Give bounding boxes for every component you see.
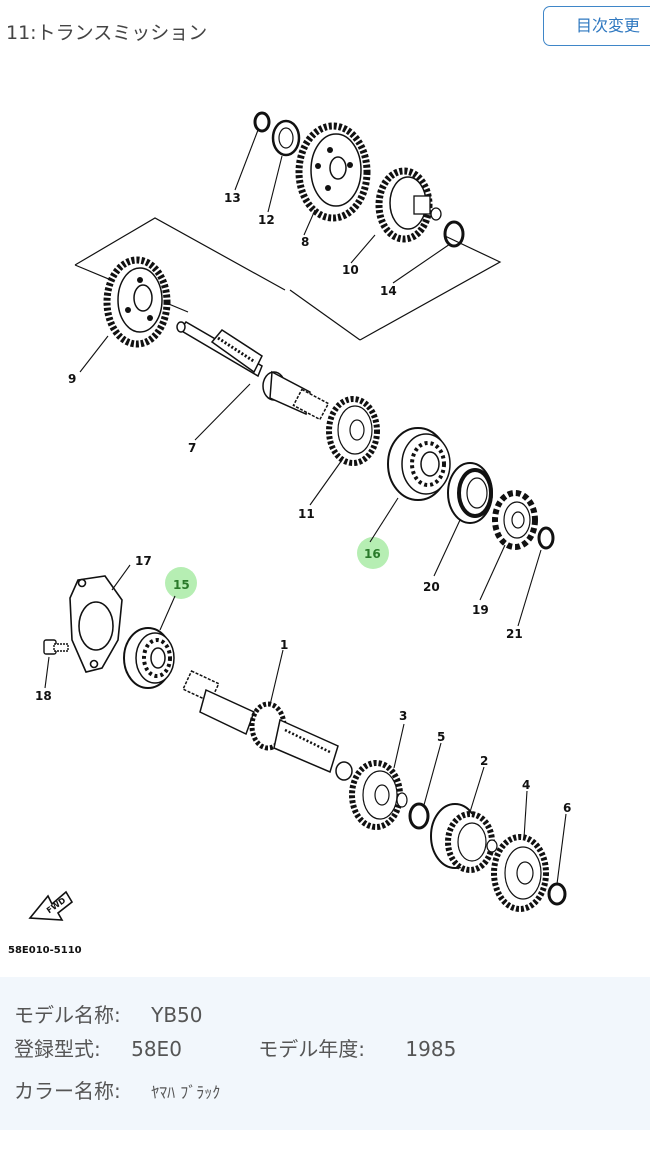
label-11[interactable]: 11 <box>298 507 315 521</box>
parts-diagram: 1 2 3 4 5 6 7 8 9 10 11 12 13 14 15 16 1… <box>0 60 650 970</box>
part-number-labels: 1 2 3 4 5 6 7 8 9 10 11 12 13 14 15 16 1… <box>35 191 571 815</box>
label-1[interactable]: 1 <box>280 638 288 652</box>
year-value: 1985 <box>405 1037 457 1061</box>
part-12-washer[interactable] <box>271 119 301 157</box>
part-11-gear[interactable] <box>326 396 380 466</box>
part-20-oil-seal[interactable] <box>447 462 493 524</box>
color-row: カラー名称: ﾔﾏﾊ ﾌﾞﾗｯｸ <box>14 1075 220 1104</box>
highlight-part-15[interactable] <box>165 567 197 599</box>
label-20[interactable]: 20 <box>423 580 440 594</box>
label-3[interactable]: 3 <box>399 709 407 723</box>
part-7-drive-axle[interactable] <box>176 321 330 421</box>
part-21-circlip[interactable] <box>537 526 555 550</box>
label-19[interactable]: 19 <box>472 603 489 617</box>
label-14[interactable]: 14 <box>380 284 397 298</box>
part-16-bearing[interactable] <box>387 427 451 501</box>
part-8-gear[interactable] <box>295 122 371 222</box>
leader-lines <box>44 129 567 885</box>
page-title: 11:トランスミッション <box>6 22 208 44</box>
part-13-circlip[interactable] <box>253 111 271 133</box>
label-13[interactable]: 13 <box>224 191 241 205</box>
label-16[interactable]: 16 <box>364 547 381 561</box>
part-19-drive-sprocket[interactable] <box>492 490 538 550</box>
label-18[interactable]: 18 <box>35 689 52 703</box>
model-name-value: YB50 <box>151 1003 203 1027</box>
header: 11:トランスミッション 目次変更 <box>0 0 650 60</box>
model-info-panel: モデル名称: YB50 登録型式: 58E0 モデル年度: 1985 カラー名称… <box>0 977 650 1130</box>
label-6[interactable]: 6 <box>563 801 571 815</box>
label-7[interactable]: 7 <box>188 441 196 455</box>
year-label: モデル年度: <box>258 1037 366 1061</box>
part-15-bearing[interactable] <box>123 627 175 689</box>
part-18-bolt[interactable] <box>43 639 69 655</box>
label-10[interactable]: 10 <box>342 263 359 277</box>
part-9-gear[interactable] <box>103 256 171 348</box>
part-2-gear[interactable] <box>430 803 498 873</box>
label-2[interactable]: 2 <box>480 754 488 768</box>
label-4[interactable]: 4 <box>522 778 530 792</box>
label-12[interactable]: 12 <box>258 213 275 227</box>
toc-change-button[interactable]: 目次変更 <box>543 6 650 46</box>
label-5[interactable]: 5 <box>437 730 445 744</box>
label-17[interactable]: 17 <box>135 554 152 568</box>
part-10-gear[interactable] <box>375 167 442 243</box>
model-name-row: モデル名称: YB50 <box>14 999 203 1028</box>
model-name-label: モデル名称: <box>14 1003 121 1027</box>
label-21[interactable]: 21 <box>506 627 523 641</box>
label-15[interactable]: 15 <box>173 578 190 592</box>
part-17-retainer-plate[interactable] <box>69 575 123 673</box>
type-value: 58E0 <box>131 1037 182 1061</box>
model-type-row: 登録型式: 58E0 モデル年度: 1985 <box>14 1033 456 1062</box>
part-6-circlip[interactable] <box>547 882 567 906</box>
part-3-gear[interactable] <box>349 760 408 830</box>
part-1-main-axle[interactable] <box>182 670 353 781</box>
fwd-arrow-icon: FWD <box>28 890 74 921</box>
part-5-circlip[interactable] <box>408 802 430 830</box>
label-8[interactable]: 8 <box>301 235 309 249</box>
color-label: カラー名称: <box>14 1079 121 1103</box>
part-4-gear[interactable] <box>491 834 549 912</box>
label-9[interactable]: 9 <box>68 372 76 386</box>
highlight-part-16[interactable] <box>357 537 389 569</box>
color-value: ﾔﾏﾊ ﾌﾞﾗｯｸ <box>151 1083 221 1102</box>
type-label: 登録型式: <box>14 1037 101 1061</box>
part-14-circlip[interactable] <box>443 220 465 248</box>
drawing-code: 58E010-5110 <box>8 945 82 956</box>
